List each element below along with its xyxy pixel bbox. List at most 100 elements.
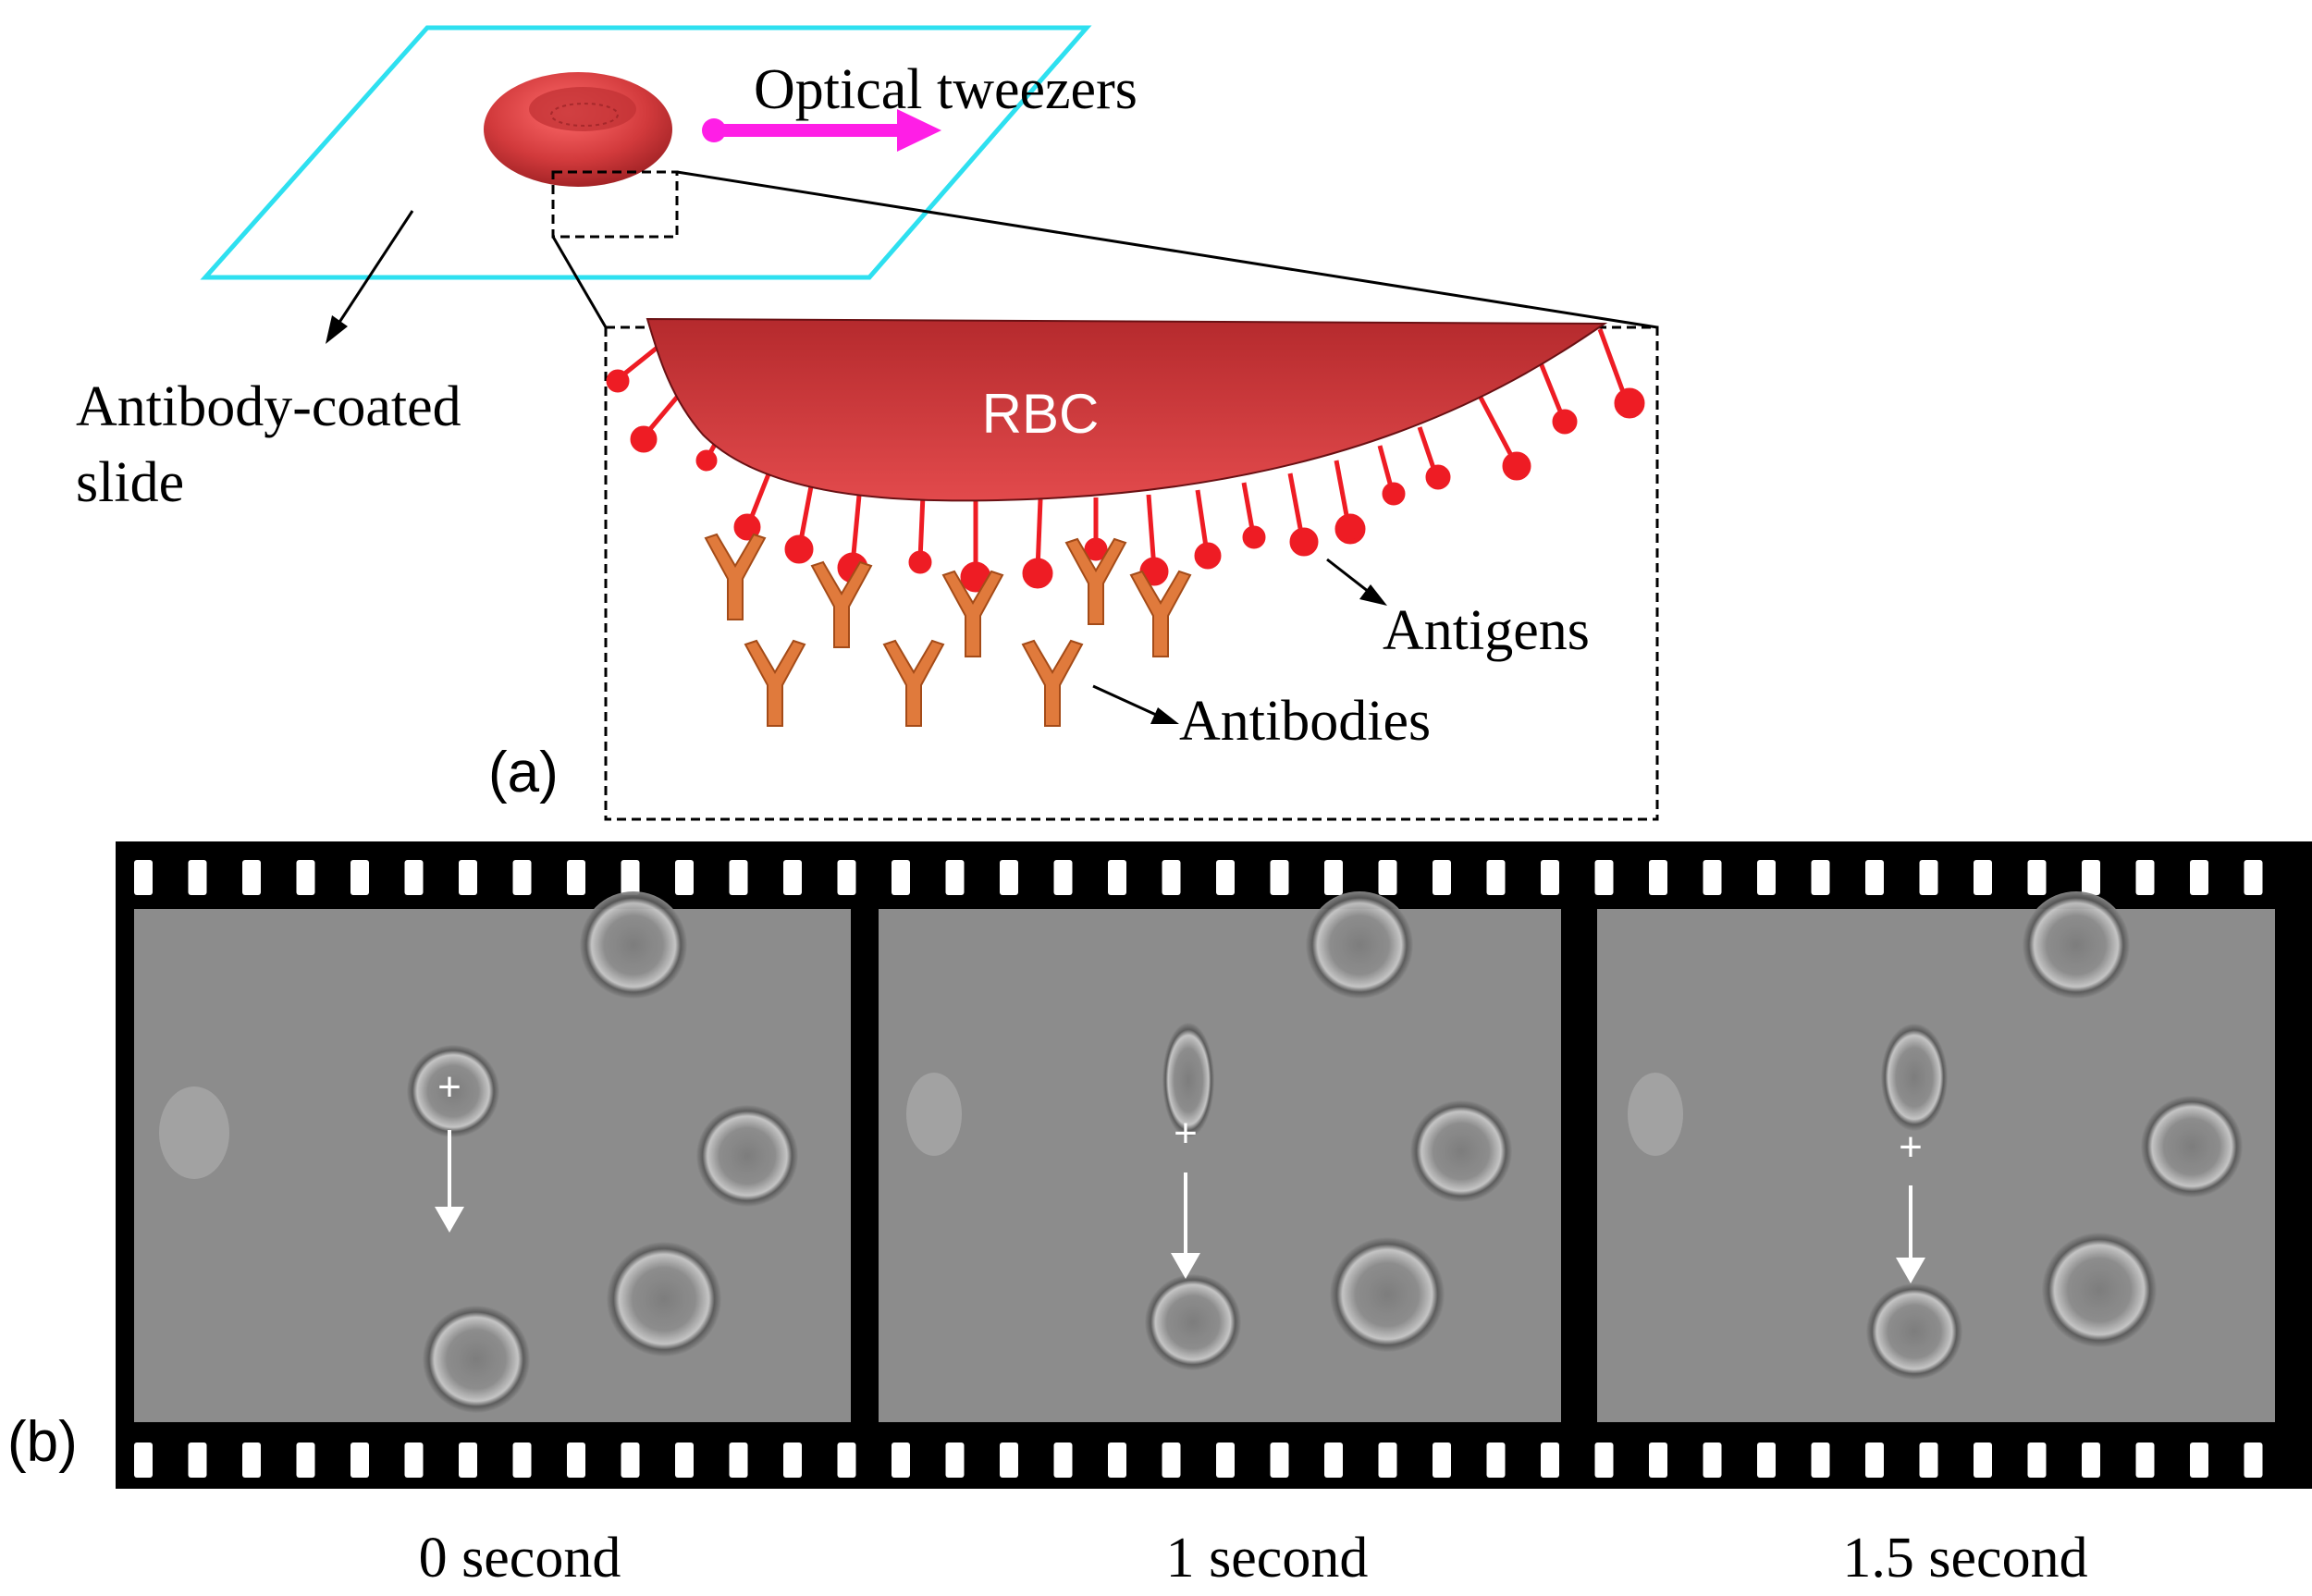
film-sprocket-hole [1703,860,1722,895]
antigen [1139,494,1169,586]
film-sprocket-hole [621,1443,640,1478]
blood-cell [696,1105,798,1207]
film-sprocket-hole [1486,860,1506,895]
film-sprocket-hole [2244,1443,2263,1478]
film-sprocket-hole [1000,1443,1018,1478]
trap-center-marker: + [1899,1124,1923,1170]
film-sprocket-hole [1703,1443,1722,1478]
antibody-coated-slide [200,25,1092,280]
antibody-group [704,533,1192,727]
blood-cell [407,1045,499,1137]
film-sprocket-hole [1433,860,1451,895]
film-sprocket-hole [567,1443,585,1478]
film-sprocket-hole [1270,1443,1289,1478]
blood-cell [1306,891,1413,999]
film-sprocket-hole [1974,1443,1992,1478]
antigen-group [606,328,1645,593]
zoom-connector-left [551,236,608,328]
antigens-pointer-arrow [1326,558,1387,606]
film-sprocket-hole [1000,860,1018,895]
film-sprocket-hole [1486,1443,1506,1478]
antigen [1241,482,1266,549]
pull-direction-arrowhead [1171,1253,1200,1279]
slide-label-line1: Antibody-coated [76,375,461,438]
film-sprocket-hole [134,1443,153,1478]
antibody-icon [704,533,767,620]
film-sprocket-hole [621,860,640,895]
film-sprocket-hole [1216,1443,1235,1478]
rbc-3d-icon [484,72,672,187]
film-sprocket-hole [2082,1443,2100,1478]
film-sprocket-hole [242,1443,261,1478]
cell-debris [906,1073,962,1156]
film-sprocket-hole [675,860,694,895]
antigens-label: Antigens [1383,599,1590,662]
antibody-icon [1129,570,1192,657]
film-sprocket-hole [1649,1443,1667,1478]
frame-time-label: 0 second [419,1527,621,1590]
film-sprocket-hole [729,860,748,895]
trap-center-marker: + [1174,1111,1198,1156]
film-sprocket-hole [1162,1443,1181,1478]
film-sprocket-hole [1541,1443,1559,1478]
antibody-icon [744,639,806,727]
film-sprocket-hole [1216,860,1235,895]
film-sprocket-hole [1757,1443,1776,1478]
frame-time-label: 1 second [1166,1527,1369,1590]
optical-tweezers-label: Optical tweezers [754,58,1138,121]
antigen [1194,489,1222,570]
film-sprocket-hole [1541,860,1559,895]
film-sprocket-hole [1865,860,1884,895]
film-sprocket-hole [512,860,532,895]
film-sprocket-hole [783,860,802,895]
optical-tweezers-arrow [702,109,941,152]
film-sprocket-hole [837,1443,856,1478]
film-sprocket-hole [1324,1443,1343,1478]
film-sprocket-hole [1108,1443,1126,1478]
antigen [960,499,991,593]
antigen [1084,497,1108,561]
film-sprocket-hole [296,1443,315,1478]
blood-cell [2023,891,2130,999]
panel-a-label: (a) [488,741,559,804]
film-sprocket-hole [512,1443,532,1478]
film-frame-1-5s: + [1597,891,2275,1422]
antigen [1417,426,1451,490]
film-sprocket-hole [2135,860,2155,895]
film-sprocket-hole [134,860,153,895]
film-sprocket-hole [945,1443,965,1478]
rbc-cross-section [646,317,1608,502]
cell-debris [1628,1073,1683,1156]
film-sprocket-hole [1811,860,1830,895]
film-sprocket-hole [2082,860,2100,895]
frame-time-label: 1.5 second [1842,1527,2087,1590]
film-sprocket-hole [1649,860,1667,895]
panel-b-label: (b) [7,1410,78,1474]
cell-debris [159,1087,229,1179]
antibody-icon [810,560,873,648]
film-sprocket-hole [2190,1443,2208,1478]
film-sprocket-hole [459,1443,477,1478]
film-sprocket-hole [1594,1443,1614,1478]
film-sprocket-hole [2135,1443,2155,1478]
antigen [1287,473,1319,557]
film-sprocket-hole [242,860,261,895]
film-sprocket-hole [2027,860,2047,895]
panel-b: + + [7,841,2312,1590]
film-sprocket-hole [2190,860,2208,895]
antibody-icon [941,570,1004,657]
antigen [1334,460,1366,545]
film-sprocket-hole [1378,1443,1397,1478]
film-sprocket-hole [1053,1443,1073,1478]
film-sprocket-hole [837,860,856,895]
film-sprocket-hole [675,1443,694,1478]
film-sprocket-hole [1053,860,1073,895]
film-sprocket-hole [1378,860,1397,895]
film-sprocket-hole [892,860,910,895]
antibody-icon [882,639,945,727]
pull-direction-arrowhead [435,1207,464,1233]
film-sprocket-hole [350,1443,369,1478]
film-sprocket-hole [783,1443,802,1478]
pull-direction-arrowhead [1896,1258,1925,1283]
antigen [1377,445,1406,506]
